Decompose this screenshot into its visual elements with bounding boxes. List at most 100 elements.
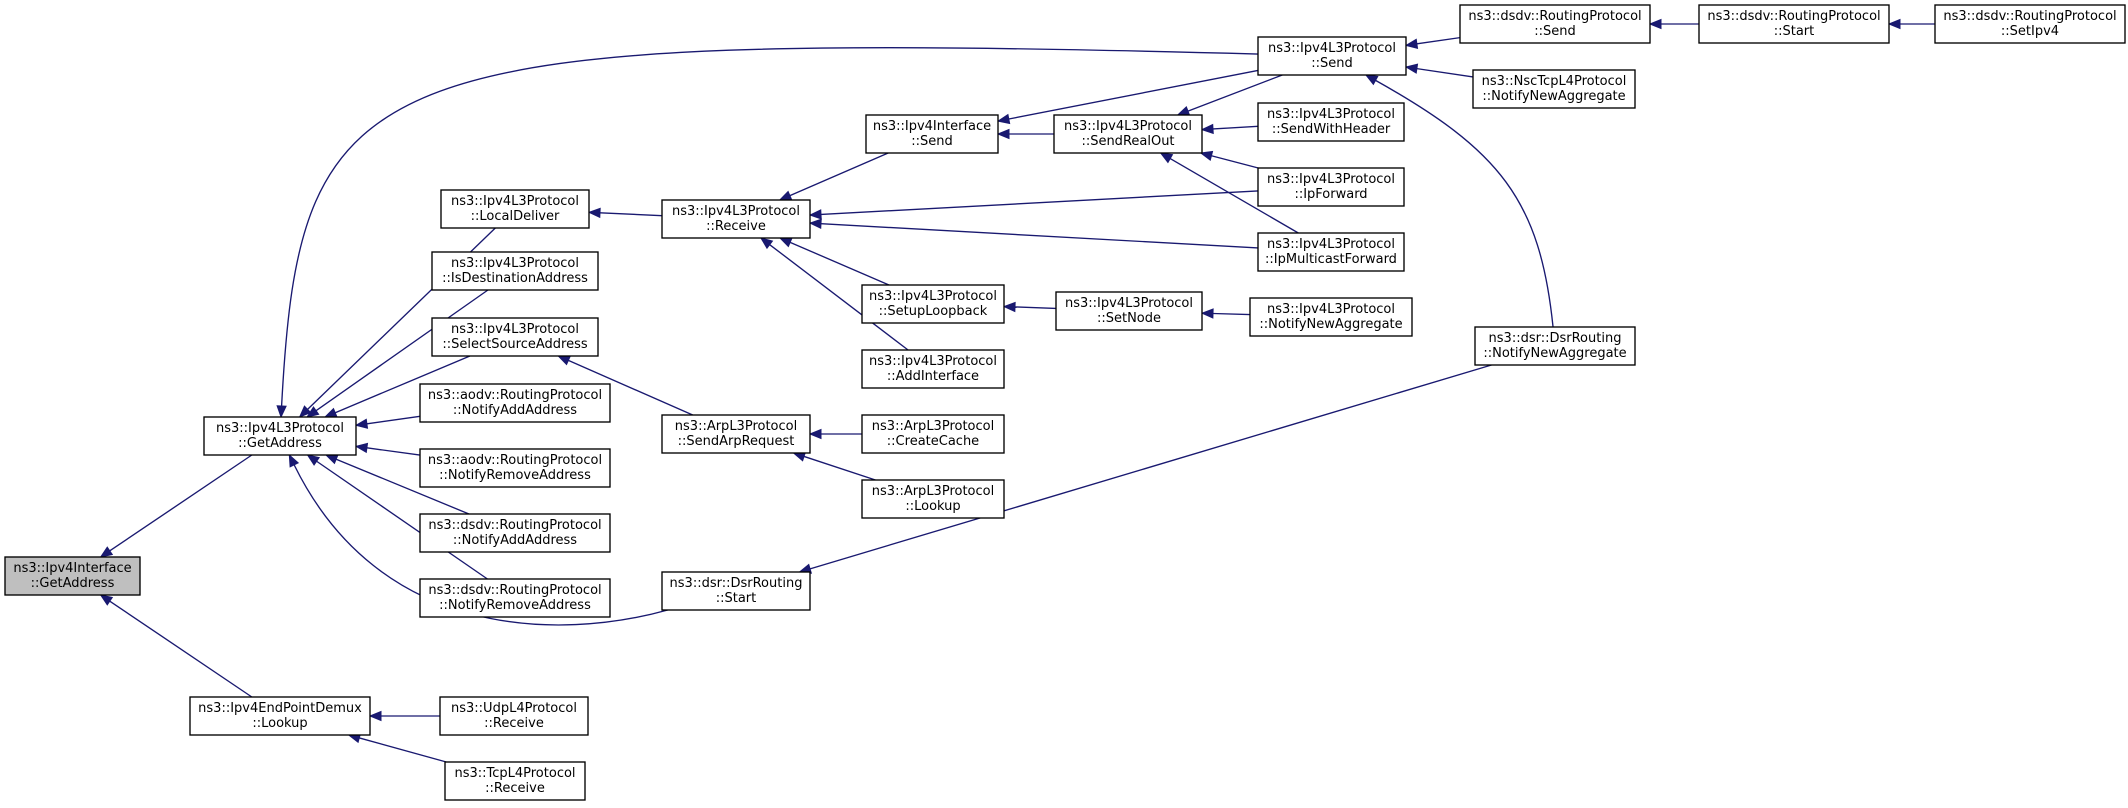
node-box — [661, 571, 811, 611]
graph-node[interactable]: ns3::aodv::RoutingProtocol::NotifyAddAdd… — [419, 383, 611, 423]
graph-node[interactable]: ns3::Ipv4L3Protocol::SendWithHeader — [1257, 102, 1405, 142]
arrowhead-icon — [1176, 105, 1191, 116]
edge-line — [1211, 155, 1259, 169]
edge-line — [820, 223, 1259, 249]
node-method-label: ::Lookup — [905, 499, 960, 514]
arrowhead-icon — [276, 405, 287, 419]
node-box — [1472, 69, 1636, 109]
node-box — [444, 761, 586, 801]
graph-node[interactable]: ns3::dsdv::RoutingProtocol::NotifyAddAdd… — [419, 513, 611, 553]
graph-node[interactable]: ns3::Ipv4L3Protocol::IpMulticastForward — [1257, 232, 1405, 272]
node-class-label: ns3::Ipv4L3Protocol — [1064, 119, 1192, 134]
edge-line — [803, 455, 876, 481]
node-method-label: ::Receive — [484, 716, 544, 731]
node-box — [661, 199, 811, 239]
node-box — [203, 416, 357, 456]
node-box — [861, 414, 1005, 454]
node-class-label: ns3::aodv::RoutingProtocol — [428, 453, 602, 468]
node-method-label: ::IpMulticastForward — [1265, 252, 1397, 267]
edge-n2-to-n0 — [99, 594, 253, 698]
graph-node[interactable]: ns3::Ipv4L3Protocol::IpForward — [1257, 167, 1405, 207]
node-class-label: ns3::UdpL4Protocol — [451, 701, 577, 716]
graph-node[interactable]: ns3::Ipv4L3Protocol::SelectSourceAddress — [431, 317, 599, 357]
node-method-label: ::SendArpRequest — [678, 434, 795, 449]
graph-node[interactable]: ns3::Ipv4L3Protocol::Send — [1257, 36, 1407, 76]
arrowhead-icon — [759, 237, 774, 250]
edge-n4-to-n1 — [305, 289, 489, 418]
arrowhead-icon — [99, 594, 114, 606]
graph-node[interactable]: ns3::ArpL3Protocol::Lookup — [861, 479, 1005, 519]
node-box — [189, 696, 371, 736]
edge-line — [1014, 306, 1057, 310]
edge-n8-to-n1 — [324, 454, 470, 515]
node-method-label: ::Start — [1774, 24, 1815, 39]
focus-node: ns3::Ipv4Interface::GetAddress — [4, 556, 141, 596]
node-method-label: ::NotifyRemoveAddress — [439, 598, 591, 613]
graph-node[interactable]: ns3::Ipv4L3Protocol::AddInterface — [861, 349, 1005, 389]
graph-node[interactable]: ns3::dsr::DsrRouting::NotifyNewAggregate — [1474, 326, 1636, 366]
graph-node[interactable]: ns3::Ipv4L3Protocol::IsDestinationAddres… — [431, 251, 599, 291]
graph-node[interactable]: ns3::Ipv4L3Protocol::SendRealOut — [1053, 114, 1203, 154]
node-method-label: ::GetAddress — [238, 436, 322, 451]
node-box — [419, 448, 611, 488]
edge-n18-to-n13 — [996, 128, 1054, 140]
arrowhead-icon — [305, 406, 320, 418]
graph-node[interactable]: ns3::Ipv4L3Protocol::SetupLoopback — [861, 284, 1005, 324]
graph-node[interactable]: ns3::Ipv4L3Protocol::SetNode — [1055, 291, 1203, 331]
node-box — [661, 414, 811, 454]
graph-node[interactable]: ns3::Ipv4L3Protocol::GetAddress — [203, 416, 357, 456]
edge-line — [1008, 69, 1259, 120]
node-class-label: ns3::dsr::DsrRouting — [1489, 331, 1622, 346]
edge-line — [820, 190, 1259, 216]
edge-n27-to-n12 — [798, 364, 1492, 574]
nodes: ns3::Ipv4Interface::GetAddressns3::Ipv4L… — [4, 4, 2126, 801]
graph-node[interactable]: ns3::dsdv::RoutingProtocol::NotifyRemove… — [419, 578, 611, 618]
node-class-label: ns3::dsdv::RoutingProtocol — [1943, 9, 2116, 24]
node-class-label: ns3::Ipv4Interface — [873, 119, 991, 134]
edge-n16-to-n11 — [808, 428, 862, 440]
edge-line — [1169, 157, 1299, 234]
graph-node[interactable]: ns3::Ipv4EndPointDemux::Lookup — [189, 696, 371, 736]
graph-node[interactable]: ns3::ArpL3Protocol::SendArpRequest — [661, 414, 811, 454]
edge-n23-to-n18 — [1159, 152, 1299, 234]
edge-n23-to-n10 — [808, 218, 1259, 249]
edge-n15-to-n10 — [759, 237, 909, 351]
node-method-label: ::GetAddress — [31, 576, 115, 591]
edge-n29-to-n28 — [1887, 18, 1935, 30]
node-class-label: ns3::Ipv4Interface — [13, 561, 131, 576]
node-box — [431, 251, 599, 291]
arrowhead-icon — [778, 190, 793, 201]
graph-node[interactable]: ns3::Ipv4Interface::Send — [865, 114, 999, 154]
graph-node[interactable]: ns3::aodv::RoutingProtocol::NotifyRemove… — [419, 448, 611, 488]
arrowhead-icon — [1159, 152, 1174, 164]
node-class-label: ns3::dsdv::RoutingProtocol — [1707, 9, 1880, 24]
graph-node[interactable]: ns3::dsdv::RoutingProtocol::Start — [1698, 4, 1890, 44]
graph-node[interactable]: ns3::Ipv4L3Protocol::Receive — [661, 199, 811, 239]
graph-node[interactable]: ns3::UdpL4Protocol::Receive — [439, 696, 589, 736]
edge-n10-to-n3 — [587, 207, 663, 219]
edge-n7-to-n1 — [354, 442, 421, 456]
arrowhead-icon — [1887, 18, 1901, 30]
node-box — [419, 578, 611, 618]
edge-n21-to-n18 — [1200, 123, 1259, 135]
graph-node[interactable]: ns3::ArpL3Protocol::CreateCache — [861, 414, 1005, 454]
node-method-label: ::Send — [1311, 56, 1353, 71]
graph-node[interactable]: ns3::NscTcpL4Protocol::NotifyNewAggregat… — [1472, 69, 1636, 109]
arrowhead-icon — [808, 428, 822, 440]
arrowhead-icon — [354, 442, 369, 454]
graph-node[interactable]: ns3::Ipv4L3Protocol::LocalDeliver — [440, 189, 590, 229]
graph-node[interactable]: ns3::dsdv::RoutingProtocol::Send — [1459, 4, 1651, 44]
graph-node[interactable]: ns3::dsdv::RoutingProtocol::SetIpv4 — [1934, 4, 2126, 44]
edge-line — [1212, 125, 1259, 130]
graph-node[interactable]: ns3::dsr::DsrRouting::Start — [661, 571, 811, 611]
graph-node[interactable]: ns3::Ipv4L3Protocol::NotifyNewAggregate — [1249, 297, 1413, 337]
node-class-label: ns3::Ipv4L3Protocol — [1267, 237, 1395, 252]
edge-n22-to-n10 — [808, 190, 1259, 220]
node-box — [1055, 291, 1203, 331]
node-class-label: ns3::dsdv::RoutingProtocol — [428, 518, 601, 533]
graph-node[interactable]: ns3::TcpL4Protocol::Receive — [444, 761, 586, 801]
node-box — [861, 284, 1005, 324]
arrowhead-icon — [99, 546, 114, 558]
edge-n31-to-n2 — [347, 733, 447, 763]
